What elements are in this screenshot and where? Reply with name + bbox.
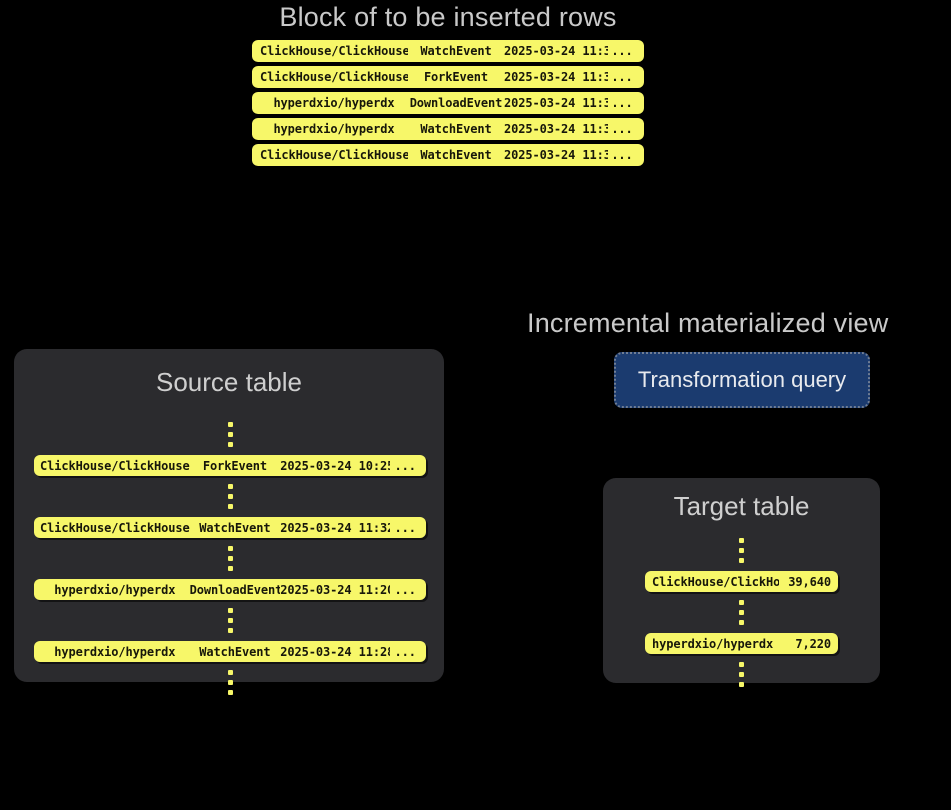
row-event: ForkEvent xyxy=(423,70,489,84)
row-more: ... xyxy=(611,148,633,162)
row-timestamp: 2025-03-24 11:35:44 xyxy=(504,70,608,84)
source-table-title: Source table xyxy=(156,367,302,397)
vertical-ellipsis-icon xyxy=(227,422,233,447)
table-row: ClickHouse/ClickHouse WatchEvent 2025-03… xyxy=(252,144,644,166)
row-timestamp: 2025-03-24 11:32:54 xyxy=(280,520,390,535)
row-repo: hyperdxio/hyperdx xyxy=(273,96,395,110)
row-event: WatchEvent xyxy=(420,148,492,162)
row-timestamp: 2025-03-24 11:20:12 xyxy=(280,582,390,597)
target-table-rows: ClickHouse/ClickHouse 39,640 hyperdxio/h… xyxy=(645,530,838,695)
vertical-ellipsis-icon xyxy=(227,546,233,571)
row-repo: ClickHouse/ClickHouse xyxy=(260,148,408,162)
table-row: hyperdxio/hyperdx 7,220 xyxy=(645,633,838,654)
row-repo: hyperdxio/hyperdx xyxy=(54,582,176,597)
table-row: hyperdxio/hyperdx WatchEvent 2025-03-24 … xyxy=(34,641,426,662)
row-repo: ClickHouse/ClickHouse xyxy=(260,44,408,58)
row-more: ... xyxy=(611,70,633,84)
table-row: ClickHouse/ClickHouse ForkEvent 2025-03-… xyxy=(34,455,426,476)
materialized-view-title: Incremental materialized view xyxy=(527,308,889,338)
row-event: WatchEvent xyxy=(199,520,271,535)
table-row: ClickHouse/ClickHouse ForkEvent 2025-03-… xyxy=(252,66,644,88)
row-timestamp: 2025-03-24 11:28:32 xyxy=(280,644,390,659)
source-table-rows: ClickHouse/ClickHouse ForkEvent 2025-03-… xyxy=(34,414,426,703)
row-event: ForkEvent xyxy=(202,458,267,473)
table-row: ClickHouse/ClickHouse WatchEvent 2025-03… xyxy=(252,40,644,62)
row-event: DownloadEvent xyxy=(409,96,503,110)
row-timestamp: 2025-03-24 11:35:48 xyxy=(504,96,608,110)
table-row: ClickHouse/ClickHouse 39,640 xyxy=(645,571,838,592)
block-row-list: ClickHouse/ClickHouse WatchEvent 2025-03… xyxy=(252,40,644,170)
row-more: ... xyxy=(611,122,633,136)
vertical-ellipsis-icon xyxy=(739,662,744,687)
row-timestamp: 2025-03-24 11:35:52 xyxy=(504,122,608,136)
row-event: WatchEvent xyxy=(420,44,492,58)
block-title: Block of to be inserted rows xyxy=(279,2,617,32)
row-more: ... xyxy=(394,582,416,597)
row-repo: hyperdxio/hyperdx xyxy=(273,122,395,136)
row-repo: ClickHouse/ClickHouse xyxy=(652,574,780,589)
row-event: DownloadEvent xyxy=(189,582,281,597)
row-event: WatchEvent xyxy=(420,122,492,136)
row-count: 39,640 xyxy=(788,574,831,589)
row-more: ... xyxy=(394,458,416,473)
vertical-ellipsis-icon xyxy=(227,670,233,695)
row-repo: hyperdxio/hyperdx xyxy=(652,636,774,651)
table-row: hyperdxio/hyperdx DownloadEvent 2025-03-… xyxy=(34,579,426,600)
row-more: ... xyxy=(394,520,416,535)
vertical-ellipsis-icon xyxy=(227,484,233,509)
row-repo: ClickHouse/ClickHouse xyxy=(260,70,408,84)
table-row: ClickHouse/ClickHouse WatchEvent 2025-03… xyxy=(34,517,426,538)
source-table-panel: Source table xyxy=(14,349,444,682)
table-row: hyperdxio/hyperdx WatchEvent 2025-03-24 … xyxy=(252,118,644,140)
vertical-ellipsis-icon xyxy=(227,608,233,633)
row-more: ... xyxy=(611,96,633,110)
row-event: WatchEvent xyxy=(199,644,271,659)
row-timestamp: 2025-03-24 10:25:00 xyxy=(280,458,390,473)
row-timestamp: 2025-03-24 11:35:40 xyxy=(504,44,608,58)
target-table-title: Target table xyxy=(673,491,810,521)
row-more: ... xyxy=(611,44,633,58)
table-row: hyperdxio/hyperdx DownloadEvent 2025-03-… xyxy=(252,92,644,114)
row-repo: hyperdxio/hyperdx xyxy=(54,644,176,659)
row-repo: ClickHouse/ClickHouse xyxy=(40,520,190,535)
row-timestamp: 2025-03-24 11:35:54 xyxy=(504,148,608,162)
transformation-query-box[interactable]: Transformation query xyxy=(614,352,870,408)
row-more: ... xyxy=(394,644,416,659)
row-repo: ClickHouse/ClickHouse xyxy=(40,458,190,473)
row-count: 7,220 xyxy=(795,636,831,651)
vertical-ellipsis-icon xyxy=(739,538,744,563)
vertical-ellipsis-icon xyxy=(739,600,744,625)
